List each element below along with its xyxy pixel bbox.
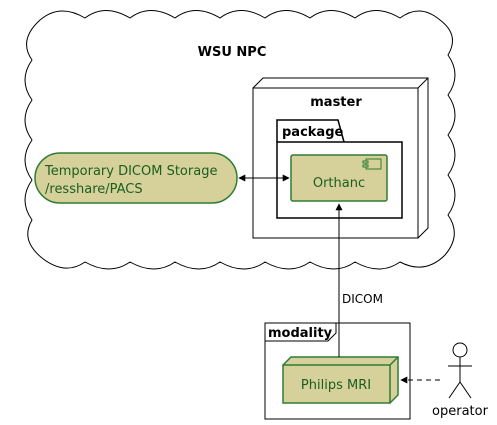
operator-label: operator <box>432 404 489 419</box>
master-title: master <box>310 95 362 110</box>
person-icon <box>448 342 472 399</box>
package-tab <box>276 119 345 143</box>
storage-element: Temporary DICOM Storage /resshare/PACS <box>34 152 238 204</box>
mri-label: Philips MRI <box>301 378 371 393</box>
storage-label-line2: /resshare/PACS <box>45 182 143 197</box>
orthanc-component: Orthanc <box>290 154 388 202</box>
storage-shape <box>34 152 238 204</box>
modality-title: modality <box>268 326 333 341</box>
orthanc-label: Orthanc <box>313 176 365 191</box>
dicom-edge-label: DICOM <box>342 292 383 306</box>
component-icon <box>362 158 382 170</box>
mri-node: Philips MRI <box>282 356 399 404</box>
mri-node-front <box>282 364 391 404</box>
modality-title-tab <box>265 323 337 342</box>
cloud-title: WSU NPC <box>198 45 267 60</box>
storage-label-line1: Temporary DICOM Storage <box>44 164 217 179</box>
package-title: package <box>282 125 344 140</box>
operator-actor: operator <box>432 342 489 419</box>
